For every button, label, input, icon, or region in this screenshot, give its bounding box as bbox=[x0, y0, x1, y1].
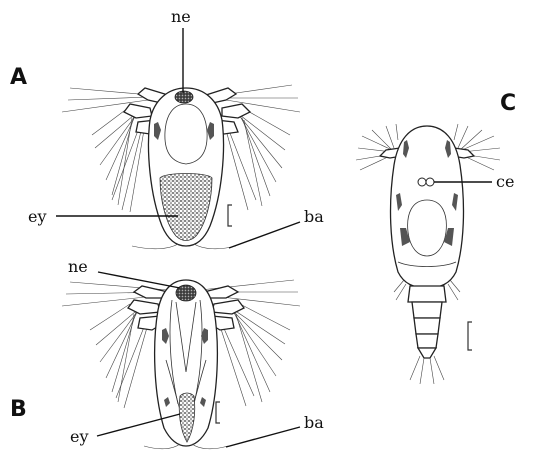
panel-a: A ne ey ba bbox=[10, 7, 324, 249]
panel-b-ne-label: ne bbox=[68, 257, 88, 276]
panel-a-ne-label: ne bbox=[171, 7, 191, 26]
panel-c-scale-bar bbox=[468, 322, 472, 350]
panel-b-setae-left bbox=[62, 282, 168, 408]
panel-a-ey-label: ey bbox=[28, 207, 47, 226]
panel-b-balancer-right bbox=[192, 444, 228, 449]
panel-a-letter: A bbox=[10, 65, 27, 90]
panel-c-urosome-3 bbox=[414, 318, 440, 334]
panel-a-naupliar-eye bbox=[175, 91, 193, 103]
panel-c-letter: C bbox=[500, 91, 516, 116]
panel-b-ne-leader bbox=[98, 272, 180, 288]
panel-b-balancer-left bbox=[144, 444, 180, 449]
panel-c: C ce bbox=[356, 91, 516, 384]
panel-c-ce-label: ce bbox=[496, 172, 514, 191]
panel-a-ba-leader bbox=[229, 222, 300, 248]
panel-c-setae-left bbox=[356, 124, 398, 170]
panel-c-urosome-1 bbox=[408, 286, 446, 302]
panel-a-setae-right bbox=[222, 85, 300, 210]
panel-b-ba-leader bbox=[226, 427, 300, 447]
panel-b-letter: B bbox=[10, 397, 27, 422]
panel-c-caudal-rami bbox=[418, 348, 436, 358]
panel-b: B ne ey ba bbox=[10, 257, 324, 449]
panel-c-setae-right bbox=[454, 124, 500, 170]
panel-a-balancer-left bbox=[132, 244, 178, 249]
panel-c-urosome-4 bbox=[416, 334, 438, 348]
panel-b-ba-label: ba bbox=[304, 413, 324, 432]
panel-a-ba-label: ba bbox=[304, 207, 324, 226]
panel-a-scale-bar bbox=[228, 205, 232, 226]
panel-c-urosome-2 bbox=[412, 302, 442, 318]
panel-b-ey-label: ey bbox=[70, 427, 89, 446]
panel-c-caudal-setae bbox=[410, 356, 444, 384]
panel-b-scale-bar bbox=[216, 402, 220, 423]
